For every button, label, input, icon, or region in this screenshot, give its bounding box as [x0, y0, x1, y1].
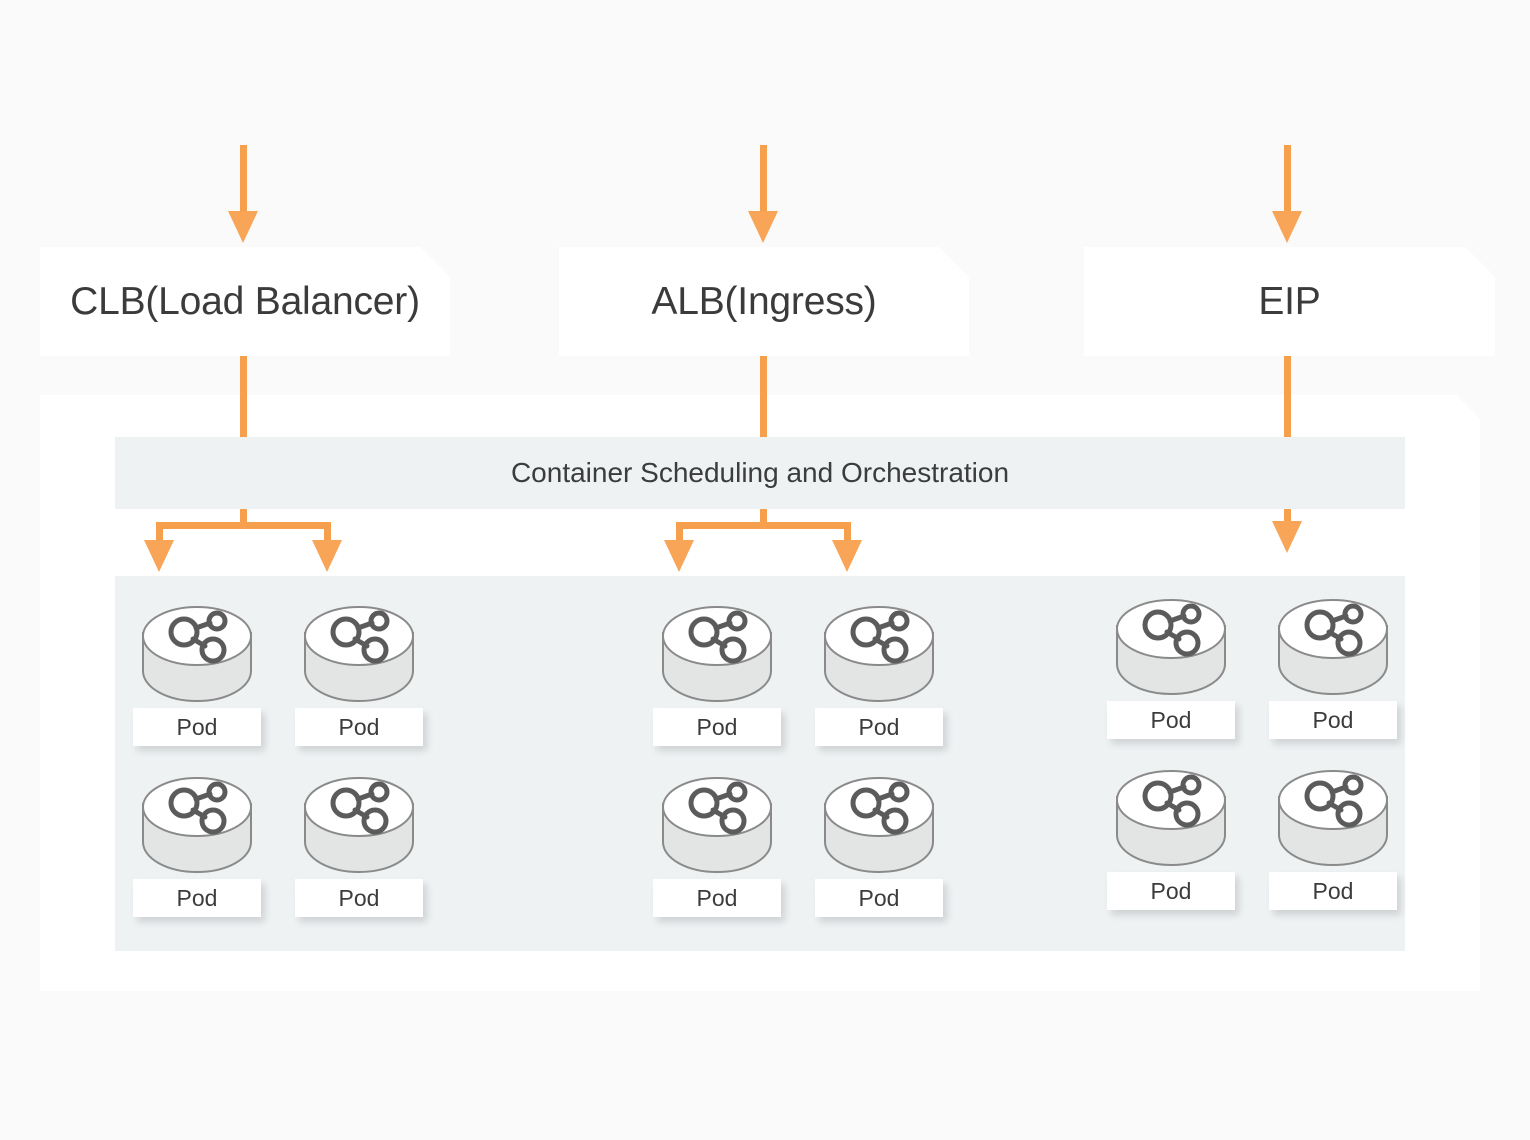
alb-split-arrow-head-left [664, 540, 694, 572]
pods-panel: Pod [115, 576, 1405, 951]
clb-split-bar [156, 522, 331, 529]
pod-network-icon [1115, 598, 1227, 698]
pod-network-icon [303, 605, 415, 705]
pod-label-text: Pod [1150, 877, 1192, 904]
alb-split-stem [760, 509, 767, 525]
pod-item[interactable]: Pod [653, 776, 781, 917]
inbound-arrow-head-clb [228, 211, 258, 243]
pod-network-icon [661, 776, 773, 876]
pod-label-box: Pod [295, 879, 423, 917]
pod-network-icon [141, 776, 253, 876]
pod-label-text: Pod [1150, 706, 1192, 733]
pod-label-box: Pod [133, 879, 261, 917]
orchestration-band: Container Scheduling and Orchestration [115, 437, 1405, 509]
pod-item[interactable]: Pod [1269, 598, 1397, 739]
pod-network-icon [1277, 769, 1389, 869]
pod-network-icon [303, 776, 415, 876]
pod-label-text: Pod [1312, 706, 1354, 733]
pod-label-box: Pod [1107, 701, 1235, 739]
pod-label-box: Pod [653, 879, 781, 917]
pod-label-text: Pod [696, 884, 738, 911]
pod-network-icon [141, 605, 253, 705]
pod-network-icon [661, 605, 773, 705]
pod-item[interactable]: Pod [295, 605, 423, 746]
pod-item[interactable]: Pod [133, 776, 261, 917]
pod-item[interactable]: Pod [653, 605, 781, 746]
pod-label-box: Pod [815, 879, 943, 917]
pod-item[interactable]: Pod [1269, 769, 1397, 910]
pod-label-box: Pod [653, 708, 781, 746]
alb-split-bar [676, 522, 851, 529]
pod-label-box: Pod [1107, 872, 1235, 910]
pod-network-icon [823, 776, 935, 876]
inbound-arrow-line-alb [760, 145, 767, 215]
clb-split-drop-right [324, 522, 331, 544]
pod-label-text: Pod [338, 884, 380, 911]
pod-label-text: Pod [858, 713, 900, 740]
pod-label-text: Pod [696, 713, 738, 740]
clb-split-drop-left [156, 522, 163, 544]
pod-label-box: Pod [133, 708, 261, 746]
clb-split-stem [240, 509, 247, 525]
source-box-eip[interactable]: EIP [1084, 247, 1495, 356]
inbound-arrow-head-eip [1272, 211, 1302, 243]
pod-label-text: Pod [1312, 877, 1354, 904]
pod-label-text: Pod [858, 884, 900, 911]
orchestration-label: Container Scheduling and Orchestration [510, 457, 1010, 488]
inbound-arrow-line-clb [240, 145, 247, 215]
pod-label-box: Pod [295, 708, 423, 746]
pod-item[interactable]: Pod [1107, 769, 1235, 910]
pod-label-box: Pod [1269, 701, 1397, 739]
pod-network-icon [823, 605, 935, 705]
source-box-clb[interactable]: CLB(Load Balancer) [40, 247, 450, 356]
pod-item[interactable]: Pod [1107, 598, 1235, 739]
pod-item[interactable]: Pod [295, 776, 423, 917]
clb-split-arrow-head-left [144, 540, 174, 572]
pod-item[interactable]: Pod [815, 776, 943, 917]
pod-label-text: Pod [176, 884, 218, 911]
source-to-cluster-line-alb [760, 356, 767, 511]
inbound-arrow-head-alb [748, 211, 778, 243]
eip-arrow-head [1272, 521, 1302, 553]
pod-network-icon [1277, 598, 1389, 698]
alb-split-arrow-head-right [832, 540, 862, 572]
clb-split-arrow-head-right [312, 540, 342, 572]
source-box-clb-label: CLB(Load Balancer) [70, 279, 420, 323]
source-to-cluster-line-clb [240, 356, 247, 511]
alb-split-drop-left [676, 522, 683, 544]
pod-label-box: Pod [815, 708, 943, 746]
pod-item[interactable]: Pod [133, 605, 261, 746]
inbound-arrow-line-eip [1284, 145, 1291, 215]
source-box-eip-label: EIP [1258, 279, 1321, 323]
pod-label-box: Pod [1269, 872, 1397, 910]
pod-label-text: Pod [338, 713, 380, 740]
source-box-alb-label: ALB(Ingress) [651, 279, 877, 323]
pod-label-text: Pod [176, 713, 218, 740]
pod-network-icon [1115, 769, 1227, 869]
alb-split-drop-right [844, 522, 851, 544]
source-box-alb[interactable]: ALB(Ingress) [559, 247, 969, 356]
pod-item[interactable]: Pod [815, 605, 943, 746]
